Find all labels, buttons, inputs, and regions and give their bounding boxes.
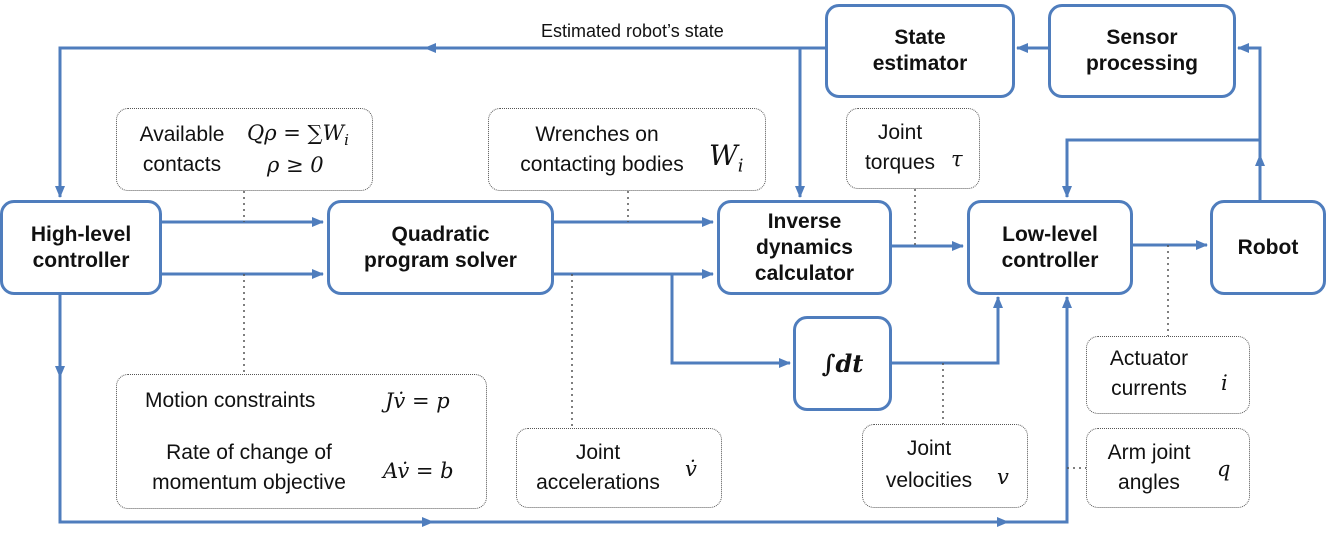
high-level-controller-block: High-level controller [0, 200, 162, 295]
note-text: accelerations [536, 471, 660, 494]
block-label: State [894, 26, 946, 49]
inverse-dynamics-block: Inverse dynamics calculator [717, 200, 892, 295]
wrenches-note: Wrenches on contacting bodies Wi [488, 108, 766, 191]
block-label: Quadratic [391, 222, 490, 246]
block-label: Low-level [1002, 222, 1098, 246]
contacts-equation: Qρ = ∑Wi [247, 121, 349, 150]
qp-solver-block: Quadratic program solver [327, 200, 554, 295]
block-label: Sensor [1106, 26, 1178, 49]
block-label: Robot [1237, 235, 1299, 259]
note-text: contacts [142, 153, 222, 176]
note-text: Available [139, 123, 225, 146]
note-text: torques [864, 151, 936, 174]
note-text: momentum objective [152, 471, 346, 494]
note-text: Rate of change of [166, 441, 332, 464]
accelerations-note: Joint accelerations v̇ [516, 428, 722, 508]
robot-to-sensor-line [1237, 43, 1262, 200]
note-text: currents [1111, 377, 1187, 400]
contacts-note: Available contacts Qρ = ∑Wi ρ ≥ 0 [116, 108, 373, 191]
block-label: controller [1001, 248, 1099, 272]
note-text: velocities [885, 469, 973, 492]
note-text: angles [1118, 471, 1180, 494]
hl-to-ll-bottom-line [58, 295, 1072, 524]
block-label: controller [32, 248, 130, 272]
constraint-equation: Jv̇ = p [385, 389, 450, 413]
sensor-processing-block: Sensor processing [1048, 4, 1236, 98]
note-text: Joint [906, 437, 952, 460]
note-text: Arm joint [1107, 441, 1191, 464]
robot-block: Robot [1210, 200, 1326, 295]
qp-to-int-line [670, 274, 791, 368]
torques-note: Joint torques τ [846, 108, 980, 189]
wrench-symbol: Wi [709, 139, 744, 177]
block-label: estimator [872, 52, 968, 75]
angle-symbol: q [1217, 457, 1231, 481]
note-text: Wrenches on [535, 123, 659, 146]
acceleration-symbol: v̇ [685, 457, 697, 481]
contacts-inequality: ρ ≥ 0 [267, 153, 324, 177]
note-text: Joint [575, 441, 621, 464]
note-text: Joint [877, 121, 923, 144]
note-text: Actuator [1109, 347, 1189, 370]
robot-to-lowlevel-line [1062, 138, 1260, 198]
integrator-block: ∫dt [793, 316, 892, 411]
block-label: High-level [30, 222, 132, 246]
block-label: Inverse [767, 209, 842, 233]
note-text: contacting bodies [520, 153, 684, 176]
integrator-label: ∫dt [821, 348, 864, 378]
block-label: dynamics [756, 235, 853, 259]
arm-angles-note: Arm joint angles q [1086, 428, 1250, 508]
velocities-note: Joint velocities v [862, 424, 1028, 508]
block-label: processing [1085, 52, 1199, 75]
current-symbol: i [1221, 371, 1228, 395]
state-feedback-line [55, 46, 825, 198]
note-text: Motion constraints [145, 389, 316, 412]
momentum-equation: Av̇ = b [383, 459, 454, 483]
int-to-ll-line [892, 296, 1003, 365]
low-level-controller-block: Low-level controller [967, 200, 1133, 295]
block-label: program solver [364, 248, 517, 272]
constraints-note: Motion constraints Jv̇ = p Rate of chang… [116, 374, 487, 509]
flow-label-estimated-state: Estimated robot’s state [541, 21, 724, 41]
torque-symbol: τ [951, 147, 963, 171]
currents-note: Actuator currents i [1086, 336, 1250, 414]
velocity-symbol: v [997, 465, 1009, 489]
block-label: calculator [754, 261, 855, 285]
state-estimator-block: State estimator [825, 4, 1015, 98]
